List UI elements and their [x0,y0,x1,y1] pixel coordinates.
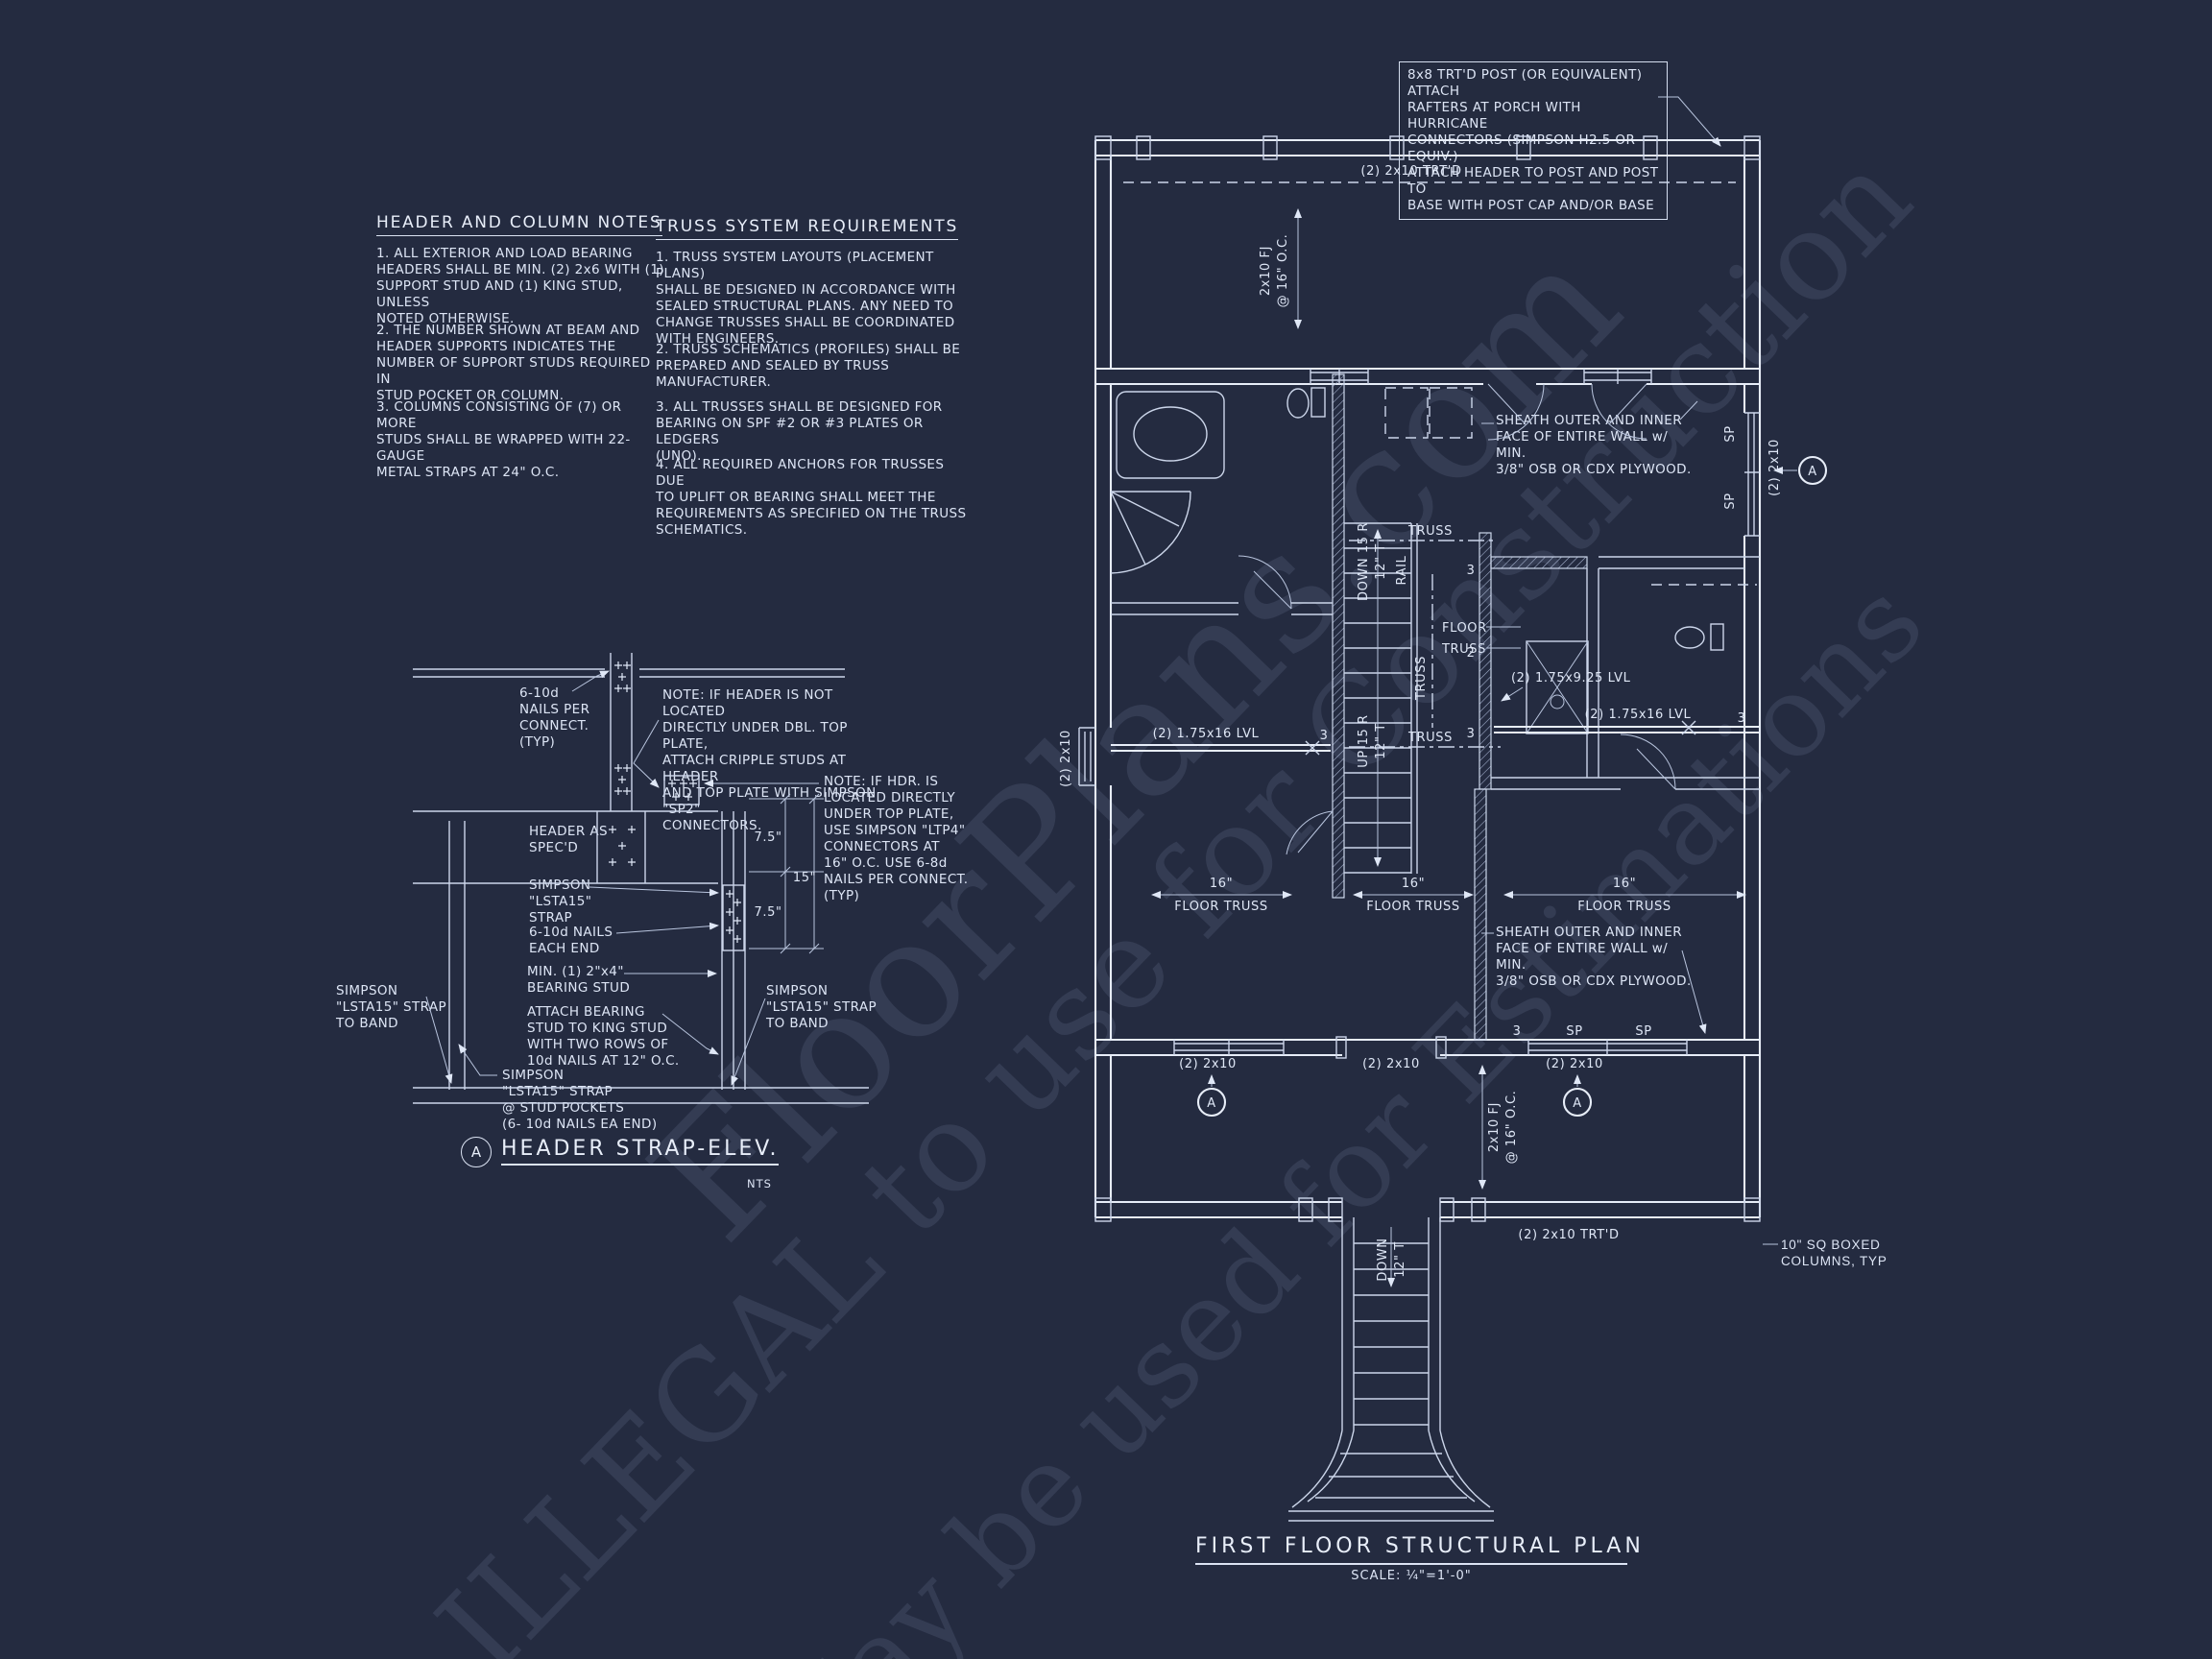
header-column-notes-title: HEADER AND COLUMN NOTES [376,213,662,236]
detail-callout-a: A [461,1137,492,1167]
detail-strap-band-left: SIMPSON "LSTA15" STRAP TO BAND [336,983,447,1031]
right-lvl-label: (2) 1.75x16 LVL [1585,708,1692,722]
span-2: 16" [1402,877,1425,891]
porch-joist-spacing: @ 16" O.C. [1504,1091,1519,1165]
detail-ltp4-note: NOTE: IF HDR. IS LOCATED DIRECTLY UNDER … [824,774,969,903]
left-lvl-studs: 3 [1320,729,1329,743]
bottom-wall-studs: 3 [1513,1024,1522,1039]
right-wall-sp-2: SP [1723,493,1738,509]
entry-stairs: DOWN 12" T [1288,1217,1494,1522]
porch-callout-a-2: A [1573,1096,1582,1111]
porch-header-2: (2) 2x10 [1362,1057,1420,1071]
sheath-note-lower: SHEATH OUTER AND INNER FACE OF ENTIRE WA… [1496,925,1692,989]
header-column-note-2: 2. THE NUMBER SHOWN AT BEAM AND HEADER S… [376,323,651,403]
stud-count-3: 3 [1467,727,1476,741]
entry-tread-label: 12" T [1393,1241,1407,1278]
span-2-label: FLOOR TRUSS [1366,900,1459,914]
stair-down-label: DOWN 15 R [1357,522,1371,601]
right-wall-sp-1: SP [1723,425,1738,442]
detail-dim-b: 15" [793,871,816,885]
bottom-wall-sp-2: SP [1635,1024,1651,1039]
top-porch-joist-label: 2x10 FJ [1259,246,1273,296]
detail-strap-band-right: SIMPSON "LSTA15" STRAP TO BAND [766,983,878,1031]
right-wall-header: (2) 2x10 [1767,439,1782,496]
bottom-porch-beam-label: (2) 2x10 TRT'D [1518,1228,1619,1242]
lvl-925-label: (2) 1.75x9.25 LVL [1511,671,1631,685]
left-lvl-label: (2) 1.75x16 LVL [1153,727,1260,741]
span-3-label: FLOOR TRUSS [1577,900,1671,914]
detail-strap-label: SIMPSON "LSTA15" STRAP [529,878,592,926]
truss-label-1: TRUSS [1407,524,1453,539]
truss-requirements-title: TRUSS SYSTEM REQUIREMENTS [656,217,959,240]
bottom-wall-sp-1: SP [1566,1024,1582,1039]
stair: DOWN 15 R 12" T UP 15 R 12" T RAIL [1332,373,1418,899]
detail-sp2-note: NOTE: IF HEADER IS NOT LOCATED DIRECTLY … [662,687,877,833]
sheet-scale: SCALE: ¼"=1'-0" [1351,1569,1472,1583]
detail-attach-note: ATTACH BEARING STUD TO KING STUD WITH TW… [527,1004,680,1069]
detail-dim-a: 7.5" [754,830,781,845]
truss-label-2: TRUSS [1414,656,1429,701]
truss-lines: TRUSS TRUSS TRUSS FLOOR TRUSS [1349,524,1521,748]
stair-down-tread: 12" T [1374,543,1388,580]
detail-nails-note: 6-10d NAILS PER CONNECT. (TYP) [519,685,590,750]
sheet-title: FIRST FLOOR STRUCTURAL PLAN [1195,1534,1641,1565]
detail-nails-each-end: 6-10d NAILS EACH END [529,925,613,956]
right-lvl-studs: 3 [1738,711,1746,726]
truss-note-4: 4. ALL REQUIRED ANCHORS FOR TRUSSES DUE … [656,457,967,538]
span-3: 16" [1613,877,1636,891]
porch-callout-a-1: A [1207,1096,1216,1111]
stud-count-1: 3 [1467,564,1476,578]
bottom-porch: (2) 2x10 (2) 2x10 (2) 2x10 A A 2x10 FJ @… [1094,1055,1778,1245]
detail-bearing-stud: MIN. (1) 2"x4" BEARING STUD [527,964,631,996]
detail-dim-c: 7.5" [754,905,781,920]
span-1-label: FLOOR TRUSS [1174,900,1267,914]
truss-span-dims: 16" FLOOR TRUSS 16" FLOOR TRUSS 16" FLOO… [1151,877,1746,914]
entry-down-label: DOWN [1376,1238,1390,1281]
truss-note-2: 2. TRUSS SCHEMATICS (PROFILES) SHALL BE … [656,342,961,390]
stud-count-2: 2 [1467,646,1476,661]
header-strap-detail: 7.5" 15" 7.5" [413,653,869,1104]
stair-up-label: UP 15 R [1357,714,1371,767]
porch-header-3: (2) 2x10 [1546,1057,1603,1071]
floor-truss-label-2: TRUSS [1441,642,1486,657]
stair-rail-label: RAIL [1395,555,1409,585]
porch-joist-label: 2x10 FJ [1487,1102,1502,1152]
sheath-note-upper: SHEATH OUTER AND INNER FACE OF ENTIRE WA… [1496,413,1692,477]
floor-plan: (2) 2x10 TRT'D 2x10 FJ @ 16" O.C. [1059,96,1828,1522]
top-porch-joist-spacing: @ 16" O.C. [1276,234,1290,308]
detail-title: HEADER STRAP-ELEV. [501,1137,780,1166]
truss-label-3: TRUSS [1407,731,1453,745]
span-1: 16" [1210,877,1233,891]
porch-header-1: (2) 2x10 [1179,1057,1237,1071]
truss-note-1: 1. TRUSS SYSTEM LAYOUTS (PLACEMENT PLANS… [656,250,956,347]
beams: (2) 1.75x16 LVL 3 (2) 1.75x16 LVL 3 (2) … [1111,671,1760,756]
detail-header-spec: HEADER AS SPEC'D [529,824,608,855]
detail-scale: NTS [747,1177,772,1190]
right-callout-a: A [1808,465,1817,479]
interior: 3 2 3 [1110,387,1760,855]
floor-truss-label-1: FLOOR [1442,621,1487,636]
truss-note-3: 3. ALL TRUSSES SHALL BE DESIGNED FOR BEA… [656,399,943,464]
left-bump-header: (2) 2x10 [1059,730,1073,787]
stair-up-tread: 12" T [1374,723,1388,759]
header-column-note-1: 1. ALL EXTERIOR AND LOAD BEARING HEADERS… [376,246,664,326]
top-porch: (2) 2x10 TRT'D 2x10 FJ @ 16" O.C. [1094,135,1762,369]
top-porch-beam-label: (2) 2x10 TRT'D [1360,164,1461,179]
header-column-note-3: 3. COLUMNS CONSISTING OF (7) OR MORE STU… [376,399,631,480]
exterior-walls: (2) 2x10 SP SP (2) 2x10 A 3 SP SP [1059,367,1828,1059]
boxed-columns-note: 10" SQ BOXED COLUMNS, TYP [1781,1238,1887,1268]
